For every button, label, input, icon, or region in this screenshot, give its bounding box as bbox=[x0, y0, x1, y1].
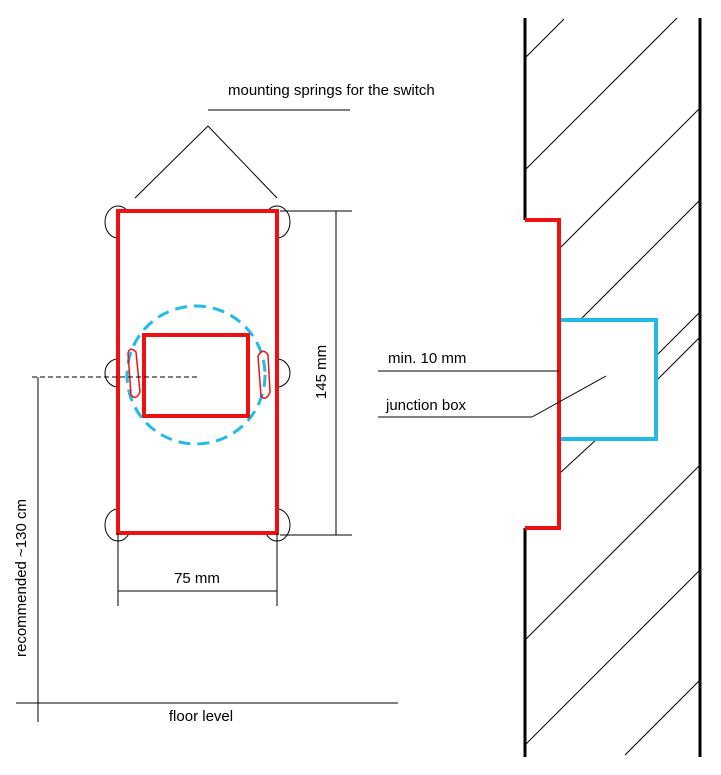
junction-box-label: junction box bbox=[385, 397, 467, 414]
switch-frame-inner bbox=[142, 333, 250, 418]
junction-box-side bbox=[557, 318, 658, 441]
junction-box-leader-d bbox=[531, 375, 607, 418]
min-depth-label: min. 10 mm bbox=[388, 350, 466, 367]
wall-hatching bbox=[524, 17, 701, 756]
switch-profile-side bbox=[525, 218, 561, 530]
switch-frame-outer bbox=[116, 209, 279, 535]
junction-box-outline-front bbox=[125, 304, 267, 446]
width-dimension bbox=[117, 533, 278, 606]
mounting-springs-label: mounting springs for the switch bbox=[228, 82, 435, 99]
springs-leader bbox=[134, 109, 350, 199]
floor-level-label: floor level bbox=[169, 708, 233, 725]
recommended-height-label: recommended ~130 cm bbox=[13, 499, 30, 657]
height-145-label: 145 mm bbox=[313, 345, 330, 399]
width-75-label: 75 mm bbox=[174, 570, 220, 587]
height-dimension bbox=[280, 210, 352, 536]
fixing-clip-left bbox=[127, 348, 141, 399]
fixing-clip-right bbox=[257, 350, 271, 399]
